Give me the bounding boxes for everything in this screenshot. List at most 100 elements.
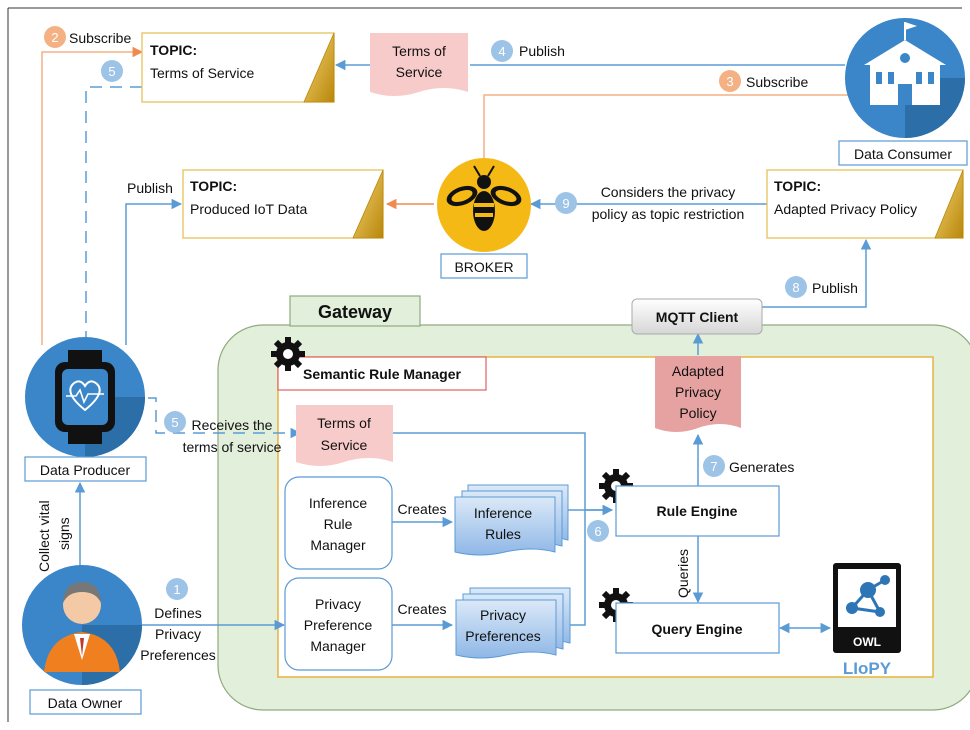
liopy-label: LIoPY <box>843 659 892 678</box>
step-badge-7: 7 <box>703 455 725 477</box>
svg-text:Terms of: Terms of <box>392 43 446 59</box>
building-icon <box>864 22 946 105</box>
topic-tos-head: TOPIC: <box>150 42 197 58</box>
svg-text:Manager: Manager <box>310 638 366 654</box>
step-badge-9: 9 <box>555 192 577 214</box>
step-badge-2: 2 <box>44 26 66 48</box>
topic-app-name: Adapted Privacy Policy <box>774 201 917 217</box>
broker-label: BROKER <box>454 259 513 275</box>
topic-tos-name: Terms of Service <box>150 65 254 81</box>
subscribe-2-connector <box>41 46 144 345</box>
step-badge-3: 3 <box>719 70 741 92</box>
producer-publish-label: Publish <box>127 180 173 196</box>
tos-delivery-dashed-connector <box>85 86 142 345</box>
svg-text:Manager: Manager <box>310 537 366 553</box>
svg-text:Rule: Rule <box>324 516 353 532</box>
svg-text:Privacy: Privacy <box>315 596 361 612</box>
privacy-preferences-document-stack: Privacy Preferences <box>455 587 571 659</box>
considers-label-line1: Considers the privacy <box>601 184 736 200</box>
defines-label-line1: Defines <box>154 605 201 621</box>
terms-of-service-document-top: Terms of Service <box>370 33 468 96</box>
considers-label-line2: policy as topic restriction <box>592 206 745 222</box>
svg-text:Adapted: Adapted <box>672 363 724 379</box>
broker-label-box <box>440 253 528 279</box>
mqtt-client-box: MQTT Client <box>631 298 763 335</box>
svg-text:Terms of: Terms of <box>317 415 371 431</box>
subscribe-2-label: Subscribe <box>69 30 131 46</box>
publish-8-arrow <box>762 238 872 308</box>
privacy-preference-manager-box: Privacy Preference Manager <box>284 577 393 671</box>
step-badge-1: 1 <box>166 578 188 600</box>
queries-label: Queries <box>675 549 691 598</box>
subscribe-3-connector <box>483 92 881 158</box>
svg-text:MQTT Client: MQTT Client <box>656 309 739 325</box>
inference-rule-manager-box: Inference Rule Manager <box>284 476 393 570</box>
svg-text:OWL: OWL <box>853 635 881 649</box>
step-badge-5: 5 <box>101 60 123 82</box>
step-badge-8: 8 <box>785 276 807 298</box>
topic-iot-name: Produced IoT Data <box>190 201 307 217</box>
svg-text:Privacy: Privacy <box>480 607 526 623</box>
svg-text:6: 6 <box>594 524 601 539</box>
svg-text:Rules: Rules <box>485 526 521 542</box>
svg-text:Inference: Inference <box>474 505 533 521</box>
svg-text:3: 3 <box>726 74 733 89</box>
step-badge-6: 6 <box>587 520 609 542</box>
terms-of-service-document-gateway: Terms of Service <box>296 405 393 466</box>
topic-iot-head: TOPIC: <box>190 178 237 194</box>
rule-engine-box: Rule Engine <box>615 485 780 537</box>
bee-icon <box>446 165 522 231</box>
step-badge-5: 5 <box>164 411 186 433</box>
svg-text:Privacy: Privacy <box>675 384 721 400</box>
svg-text:8: 8 <box>792 280 799 295</box>
svg-text:Service: Service <box>321 437 368 453</box>
data-producer-label-box <box>24 456 147 482</box>
svg-text:7: 7 <box>710 459 717 474</box>
gateway-label-box <box>289 295 421 327</box>
topic-produced-iot-data: TOPIC: Produced IoT Data <box>182 169 384 239</box>
svg-text:Query Engine: Query Engine <box>651 621 742 637</box>
data-producer-actor <box>25 337 145 457</box>
defines-label-line2: Privacy <box>155 626 201 642</box>
step-badge-4: 4 <box>491 40 513 62</box>
svg-text:Rule Engine: Rule Engine <box>657 503 738 519</box>
svg-text:5: 5 <box>171 415 178 430</box>
smartwatch-icon <box>55 350 115 444</box>
inference-rules-document-stack: Inference Rules <box>454 484 569 556</box>
gear-icon <box>271 337 305 371</box>
data-owner-label-box <box>29 689 142 715</box>
svg-text:Preferences: Preferences <box>465 628 540 644</box>
svg-text:4: 4 <box>498 44 505 59</box>
srm-label-box <box>277 356 487 391</box>
svg-text:2: 2 <box>51 30 58 45</box>
creates-label-1: Creates <box>397 501 446 517</box>
person-icon <box>44 582 120 672</box>
data-consumer-label: Data Consumer <box>854 146 952 162</box>
owl-logo: OWL <box>833 563 901 653</box>
svg-text:Preference: Preference <box>304 617 373 633</box>
gateway-title: Gateway <box>318 302 392 322</box>
receives-tos-5-arrow <box>148 397 302 439</box>
preferences-to-engine-connector <box>566 510 586 626</box>
subscribe-3-label: Subscribe <box>746 74 808 90</box>
data-owner-actor <box>22 565 142 685</box>
publish-8-label: Publish <box>812 280 858 296</box>
data-owner-label: Data Owner <box>48 695 123 711</box>
topic-app-head: TOPIC: <box>774 178 821 194</box>
svg-text:1: 1 <box>173 582 180 597</box>
svg-text:5: 5 <box>108 64 115 79</box>
creates-label-2: Creates <box>397 601 446 617</box>
broker-actor <box>437 158 531 252</box>
svg-text:Inference: Inference <box>309 495 368 511</box>
defines-label-line3: Preferences <box>140 647 215 663</box>
data-producer-label: Data Producer <box>40 462 131 478</box>
query-engine-box: Query Engine <box>615 602 780 654</box>
topic-terms-of-service: TOPIC: Terms of Service <box>141 32 335 103</box>
svg-text:Service: Service <box>396 64 443 80</box>
data-consumer-actor <box>845 18 965 138</box>
receives-label-line1: Receives the <box>192 417 273 433</box>
publish-4-label: Publish <box>519 43 565 59</box>
producer-publish-arrow <box>125 198 183 345</box>
collect-label-line1: Collect vital <box>36 500 52 572</box>
